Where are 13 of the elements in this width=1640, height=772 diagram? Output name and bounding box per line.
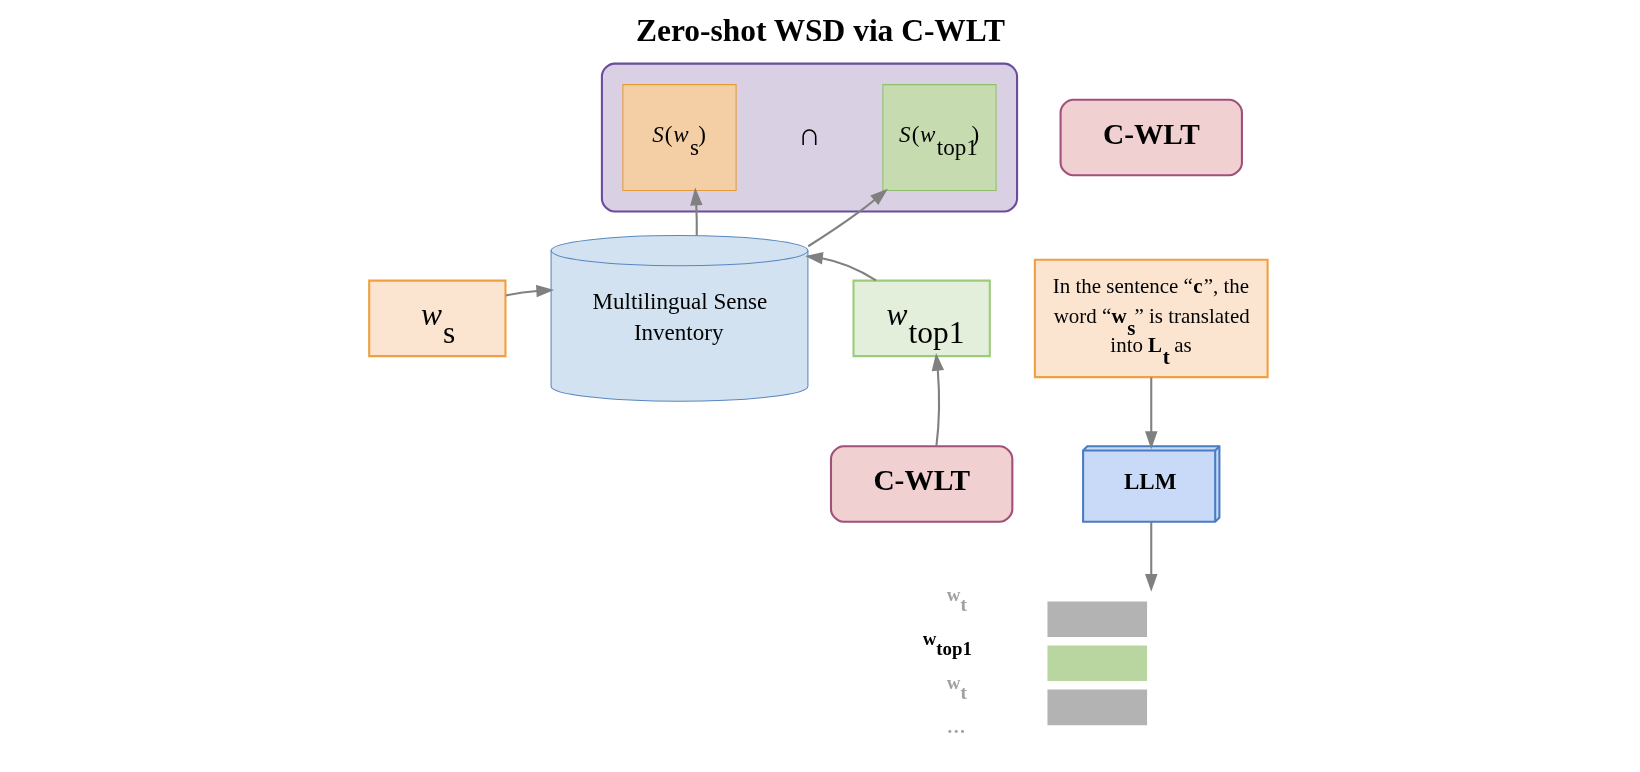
arrow: [931, 352, 944, 447]
arrow: [807, 188, 888, 248]
diagram-title: Zero-shot WSD via C-WLT: [635, 12, 1005, 48]
arrow: [689, 187, 703, 236]
node-box: C-WLT: [1059, 98, 1243, 177]
cluster: [600, 62, 1018, 213]
arrow: [1144, 521, 1157, 592]
arrow: [505, 284, 554, 298]
label: …: [946, 715, 966, 737]
arrow: [1144, 377, 1157, 450]
node-box: C-WLT: [829, 445, 1013, 523]
arrow: [804, 252, 877, 282]
label: ∩: [797, 117, 821, 153]
